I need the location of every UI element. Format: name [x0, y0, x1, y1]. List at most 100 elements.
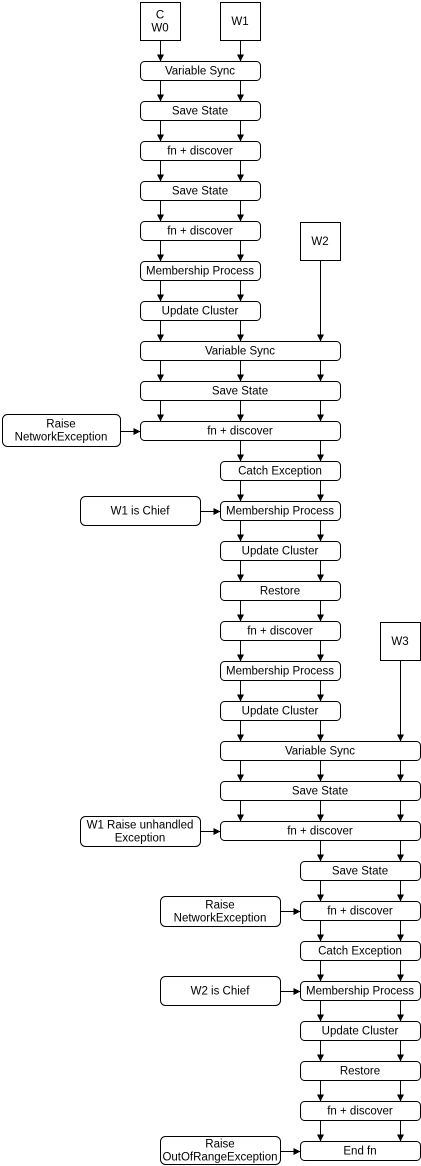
worker-w1-box-frame	[220, 2, 261, 41]
variable-sync-2-node: Variable Sync	[140, 341, 341, 361]
worker-w3-box-frame	[380, 622, 421, 661]
worker-w2-box-label-line-1: W2	[311, 236, 328, 248]
w1-raise-unhandled-note-label-line-2: Exception	[115, 833, 166, 845]
save-state-2-node-frame	[140, 181, 261, 201]
worker-w3-box: W3	[380, 622, 421, 661]
fn-discover-6-node: fn + discover	[300, 901, 421, 921]
fn-discover-7-node-label-line-1: fn + discover	[327, 1106, 393, 1118]
restore-1-node-frame	[220, 581, 341, 601]
update-cluster-1-node-frame	[140, 301, 261, 321]
connector-layer	[120, 40, 404, 1155]
membership-process-3-node-frame	[220, 661, 341, 681]
restore-2-node-label-line-1: Restore	[340, 1066, 380, 1078]
fn-discover-2-node-label-line-1: fn + discover	[167, 226, 233, 238]
fn-discover-7-node: fn + discover	[300, 1101, 421, 1121]
w2-is-chief-note: W2 is Chief	[160, 976, 281, 1006]
membership-process-1-node-label-line-1: Membership Process	[146, 266, 254, 278]
w1-raise-unhandled-note-label-line-1: W1 Raise unhandled	[87, 820, 194, 832]
worker-c-w0-box-frame	[140, 2, 181, 41]
worker-w2-box-frame	[300, 222, 341, 261]
raise-out-of-range-note-label-line-1: Raise	[205, 1139, 234, 1151]
variable-sync-2-node-frame	[140, 341, 341, 361]
worker-w2-box: W2	[300, 222, 341, 261]
raise-network-exception-2-note-frame	[160, 896, 281, 927]
variable-sync-1-node-label-line-1: Variable Sync	[165, 66, 235, 78]
end-fn-node-label-line-1: End fn	[343, 1146, 376, 1158]
save-state-1-node-label-line-1: Save State	[172, 106, 228, 118]
fn-discover-1-node-label-line-1: fn + discover	[167, 146, 233, 158]
update-cluster-2-node-frame	[220, 541, 341, 561]
w2-is-chief-note-label-line-1: W2 is Chief	[191, 986, 251, 998]
worker-c-w0-box: CW0	[140, 2, 181, 41]
catch-exception-1-node-frame	[220, 461, 341, 481]
membership-process-1-node: Membership Process	[140, 261, 261, 281]
end-fn-node: End fn	[300, 1141, 421, 1161]
save-state-1-node-frame	[140, 101, 261, 121]
update-cluster-1-node: Update Cluster	[140, 301, 261, 321]
membership-process-2-node-label-line-1: Membership Process	[226, 506, 334, 518]
update-cluster-2-node: Update Cluster	[220, 541, 341, 561]
fn-discover-2-node: fn + discover	[140, 221, 261, 241]
update-cluster-3-node-frame	[220, 701, 341, 721]
raise-network-exception-2-note-label-line-2: NetworkException	[174, 913, 267, 925]
raise-out-of-range-note-frame	[160, 1136, 281, 1165]
save-state-3-node: Save State	[140, 381, 341, 401]
save-state-5-node: Save State	[300, 861, 421, 881]
raise-out-of-range-note-label-line-2: OutOfRangeException	[162, 1152, 277, 1164]
membership-process-2-node-frame	[220, 501, 341, 521]
save-state-3-node-frame	[140, 381, 341, 401]
fn-discover-1-node-frame	[140, 141, 261, 161]
membership-process-4-node-label-line-1: Membership Process	[306, 986, 414, 998]
raise-network-exception-1-note-frame	[2, 414, 121, 447]
worker-w1-box: W1	[220, 2, 261, 41]
save-state-4-node: Save State	[220, 781, 421, 801]
w1-is-chief-note-frame	[80, 496, 201, 526]
update-cluster-4-node: Update Cluster	[300, 1021, 421, 1041]
save-state-2-node: Save State	[140, 181, 261, 201]
restore-1-node: Restore	[220, 581, 341, 601]
update-cluster-3-node: Update Cluster	[220, 701, 341, 721]
fn-discover-3-node-label-line-1: fn + discover	[207, 426, 273, 438]
update-cluster-1-node-label-line-1: Update Cluster	[162, 306, 239, 318]
catch-exception-1-node-label-line-1: Catch Exception	[238, 466, 322, 478]
raise-network-exception-2-note-label-line-1: Raise	[205, 900, 234, 912]
save-state-3-node-label-line-1: Save State	[212, 386, 268, 398]
membership-process-2-node: Membership Process	[220, 501, 341, 521]
fn-discover-3-node: fn + discover	[140, 421, 341, 441]
membership-process-3-node-label-line-1: Membership Process	[226, 666, 334, 678]
variable-sync-3-node-label-line-1: Variable Sync	[285, 746, 355, 758]
catch-exception-1-node: Catch Exception	[220, 461, 341, 481]
catch-exception-2-node: Catch Exception	[300, 941, 421, 961]
fn-discover-4-node: fn + discover	[220, 621, 341, 641]
w1-is-chief-note: W1 is Chief	[80, 496, 201, 526]
w1-raise-unhandled-note-frame	[80, 816, 201, 847]
variable-sync-1-node-frame	[140, 61, 261, 81]
restore-1-node-label-line-1: Restore	[260, 586, 300, 598]
fn-discover-4-node-label-line-1: fn + discover	[247, 626, 313, 638]
fn-discover-3-node-frame	[140, 421, 341, 441]
w2-is-chief-note-frame	[160, 976, 281, 1006]
fn-discover-6-node-label-line-1: fn + discover	[327, 906, 393, 918]
restore-2-node: Restore	[300, 1061, 421, 1081]
fn-discover-5-node-label-line-1: fn + discover	[287, 826, 353, 838]
fn-discover-4-node-frame	[220, 621, 341, 641]
raise-network-exception-1-note-label-line-1: Raise	[46, 419, 75, 431]
variable-sync-1-node: Variable Sync	[140, 61, 261, 81]
update-cluster-3-node-label-line-1: Update Cluster	[242, 706, 319, 718]
catch-exception-2-node-label-line-1: Catch Exception	[318, 946, 402, 958]
membership-process-4-node: Membership Process	[300, 981, 421, 1001]
save-state-5-node-label-line-1: Save State	[332, 866, 388, 878]
variable-sync-2-node-label-line-1: Variable Sync	[205, 346, 275, 358]
fn-discover-2-node-frame	[140, 221, 261, 241]
raise-network-exception-1-note-label-line-2: NetworkException	[15, 432, 108, 444]
save-state-1-node: Save State	[140, 101, 261, 121]
variable-sync-3-node: Variable Sync	[220, 741, 421, 761]
worker-c-w0-box-label-line-2: W0	[151, 23, 168, 35]
save-state-4-node-label-line-1: Save State	[292, 786, 348, 798]
